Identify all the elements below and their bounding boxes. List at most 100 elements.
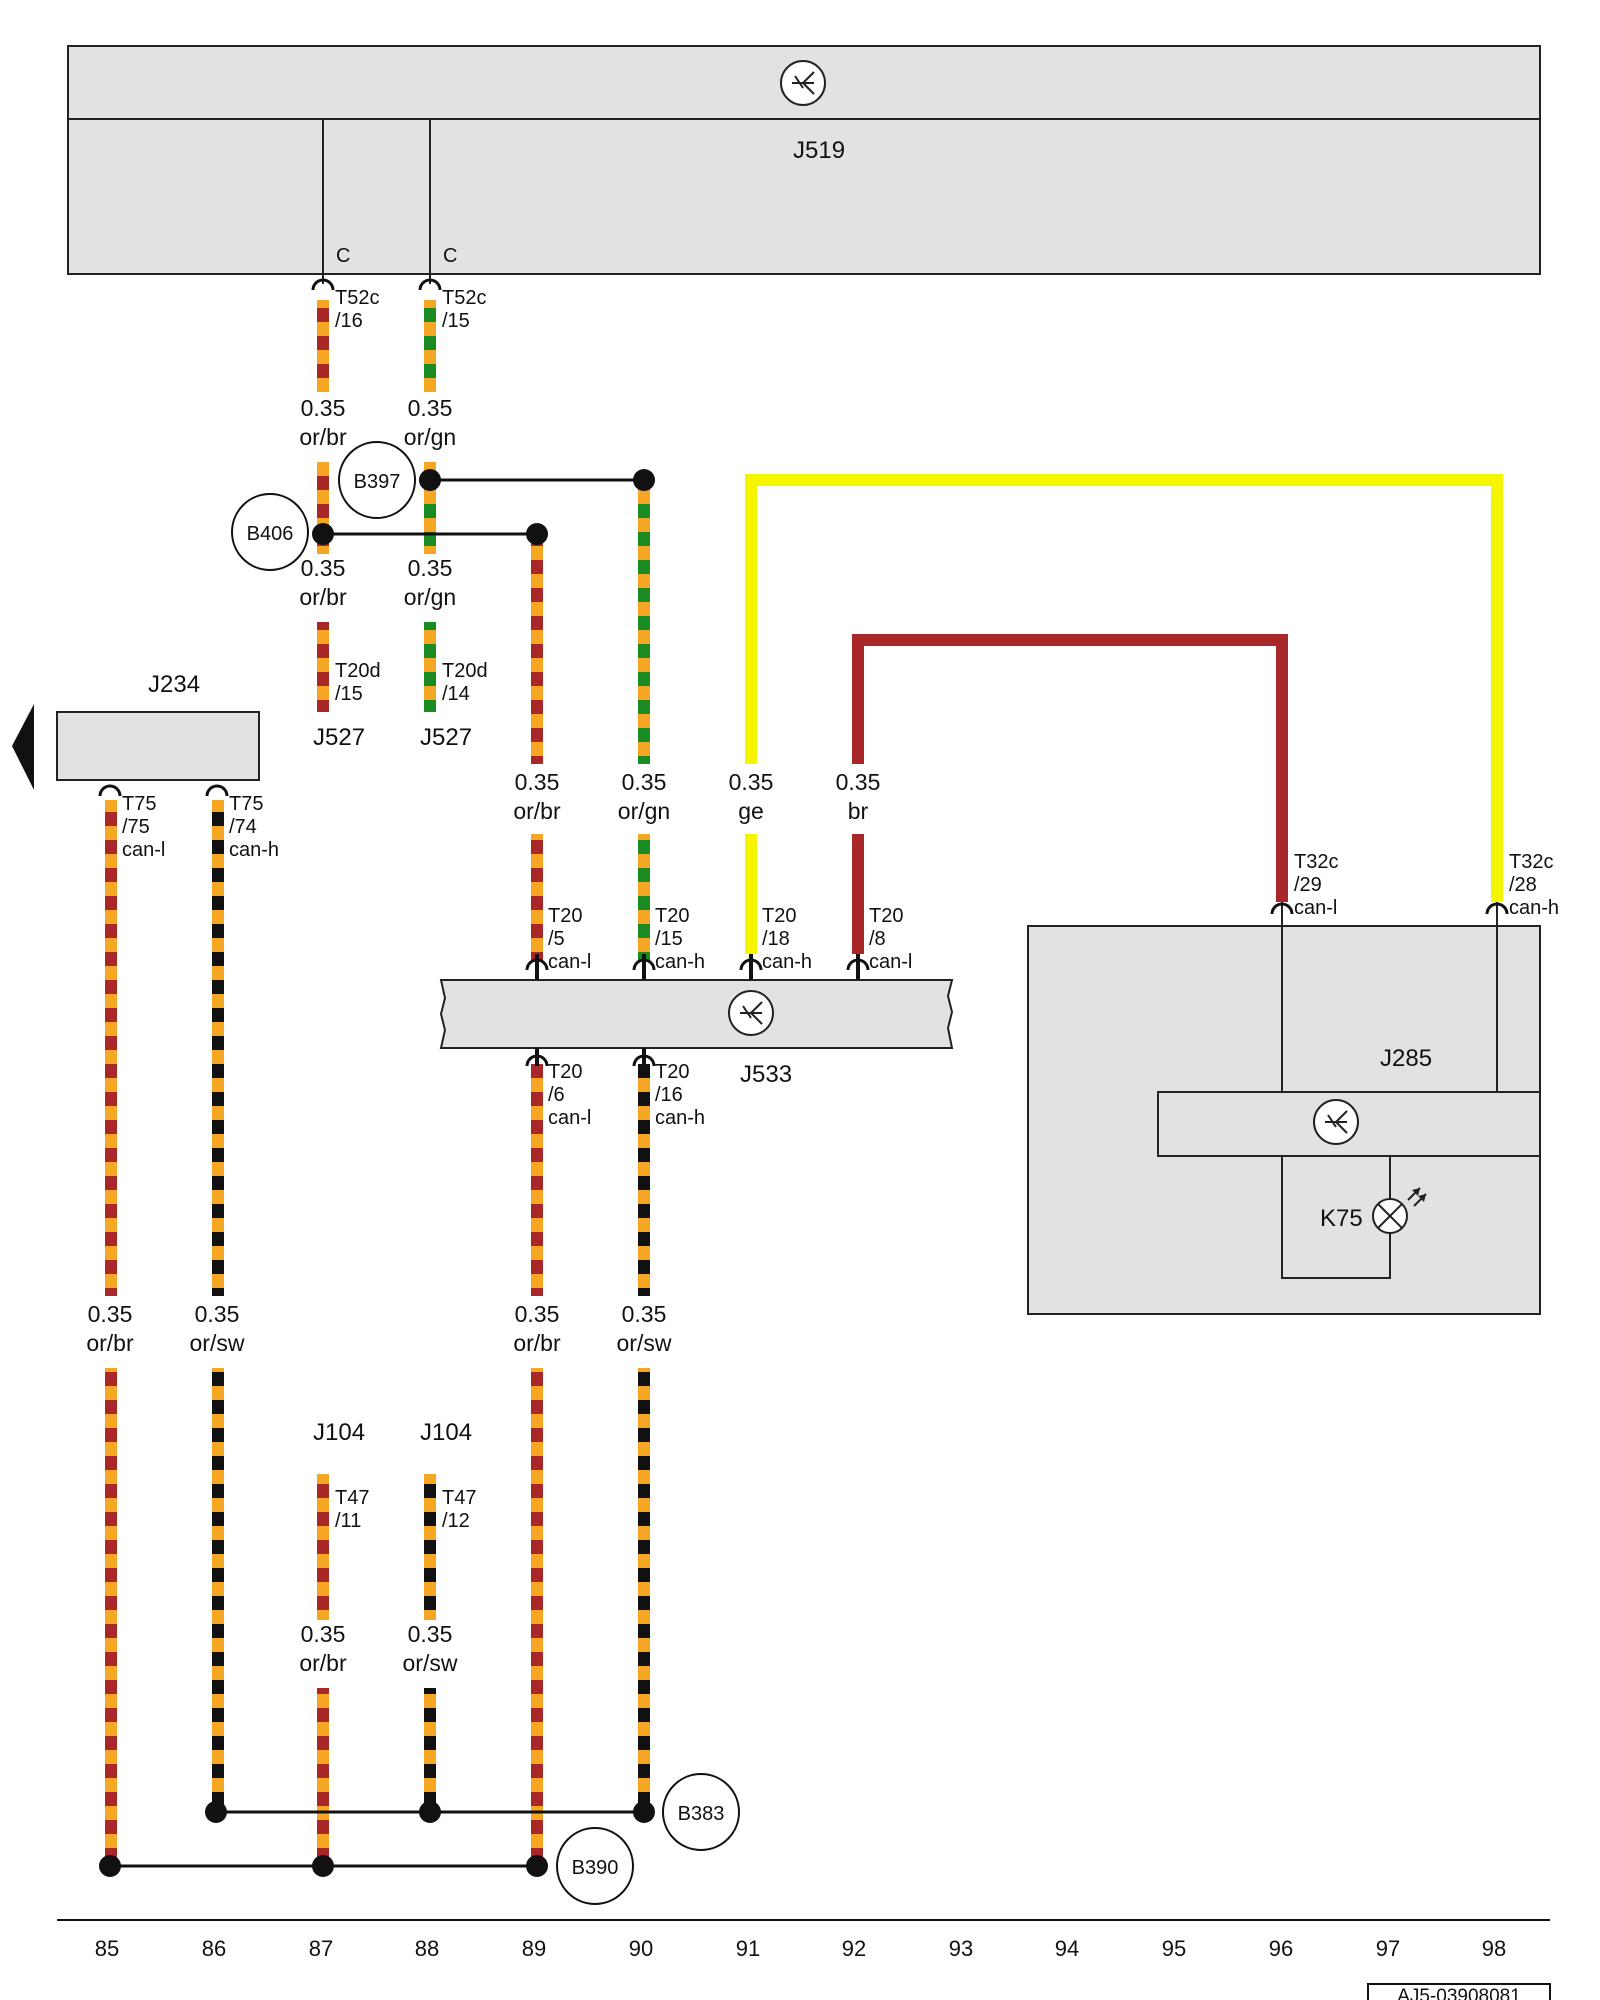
column-number: 97 [1376, 1936, 1400, 1961]
column-number: 88 [415, 1936, 439, 1961]
diagram-id: AJ5-03908081 [1397, 1986, 1521, 2000]
j234-label: J234 [148, 671, 200, 698]
wire-85-upper [317, 300, 329, 392]
splice-b406-label: B406 [247, 523, 294, 545]
pin-label-t32c-28: T32c /28 can-h [1509, 851, 1559, 919]
pin-label-t75-75: T75 /75 can-l [122, 793, 165, 861]
wire-87-j104 [317, 1474, 329, 1620]
column-number: 92 [842, 1936, 866, 1961]
pin-sockets [98, 278, 1509, 1067]
column-number: 94 [1055, 1936, 1079, 1961]
splice-dot [526, 523, 548, 545]
j533-label: J533 [740, 1061, 792, 1088]
column-number: 93 [949, 1936, 973, 1961]
column-number: 90 [629, 1936, 653, 1961]
connector-letter: C [336, 245, 350, 267]
splice-dot [419, 1801, 441, 1823]
column-ruler: 85 86 87 88 89 90 91 92 93 94 95 96 97 9… [57, 1919, 1550, 1961]
warning-lamp-icon [1372, 1187, 1427, 1234]
j104-label: J104 [313, 1419, 365, 1446]
splice-dot [633, 469, 655, 491]
pin-label-t52c-15: T52c /15 [442, 287, 492, 332]
splice-b397: B397 [338, 441, 416, 519]
wire-85-bottom [105, 1368, 117, 1866]
column-number: 91 [736, 1936, 760, 1961]
connector-letter: C [443, 245, 457, 267]
pin-label-t20-15: T20 /15 can-h [655, 905, 705, 973]
k75-label: K75 [1320, 1205, 1363, 1232]
wire-87-bottom [317, 1688, 329, 1866]
j285-label: J285 [1380, 1045, 1432, 1072]
wire-90-j533-pin [638, 834, 650, 960]
splice-dot [99, 1855, 121, 1877]
splice-b390: B390 [556, 1827, 634, 1905]
pin-label-t47-12: T47 /12 [442, 1487, 482, 1532]
splice-dot [205, 1801, 227, 1823]
column-number: 86 [202, 1936, 226, 1961]
pin-label-t32c-29: T32c /29 can-l [1294, 851, 1344, 919]
wire-90-bottom [638, 1368, 650, 1812]
column-number: 89 [522, 1936, 546, 1961]
pin-labels: T52c /16 T52c /15 T20d /15 T20d /14 J527… [122, 287, 1559, 1532]
splices: B397 B406 B383 B390 [99, 441, 740, 1905]
wire-91-j533-pin [745, 834, 757, 954]
wire-89-j533-lower [531, 1064, 543, 1296]
pin-label-t20-18: T20 /18 can-h [762, 905, 812, 973]
pin-label-t52c-16: T52c /16 [335, 287, 385, 332]
j533-unit: J533 [439, 954, 954, 1088]
wire-br-loop [852, 634, 1288, 902]
wire-90-j533-lower [638, 1064, 650, 1296]
wire-86-bottom [212, 1368, 224, 1812]
control-unit-symbol-icon [780, 60, 826, 106]
splice-b406: B406 [231, 493, 309, 571]
wire-89-bottom [531, 1368, 543, 1866]
splice-dot [312, 1855, 334, 1877]
splice-b383: B383 [662, 1773, 740, 1851]
wire-85-j527 [317, 622, 329, 712]
j285-unit: J285 K75 [1027, 902, 1541, 1315]
wire-ge-loop [745, 474, 1503, 902]
pin-label-t20-6: T20 /6 can-l [548, 1061, 591, 1129]
j234-unit: J234 [12, 671, 260, 790]
j519-unit: J519 C C [67, 45, 1541, 284]
control-unit-symbol-icon [728, 990, 774, 1036]
column-number: 87 [309, 1936, 333, 1961]
column-number: 95 [1162, 1936, 1186, 1961]
wire-88-j104 [424, 1474, 436, 1620]
diagram-id-box: AJ5-03908081 [1367, 1983, 1551, 2000]
pin-label-t20-8: T20 /8 can-l [869, 905, 912, 973]
pin-label-t47-11: T47 /11 [335, 1487, 375, 1532]
wires [105, 300, 1503, 1866]
pin-label-t20-16: T20 /16 can-h [655, 1061, 705, 1129]
j527-label: J527 [313, 724, 365, 751]
wire-86-j234 [212, 800, 224, 1296]
splice-dot [312, 523, 334, 545]
pin-label-t20-5: T20 /5 can-l [548, 905, 591, 973]
j104-label: J104 [420, 1419, 472, 1446]
wire-90-to-j533 [638, 480, 650, 764]
pin-label-t20d-14: T20d /14 [442, 660, 493, 705]
wire-89-j533-pin [531, 834, 543, 960]
pin-label-t20d-15: T20d /15 [335, 660, 386, 705]
column-number: 96 [1269, 1936, 1293, 1961]
control-unit-symbol-icon [1313, 1099, 1359, 1145]
j527-label: J527 [420, 724, 472, 751]
j519-label: J519 [793, 137, 845, 164]
splice-dot [633, 1801, 655, 1823]
wire-85-j234 [105, 800, 117, 1296]
continuation-arrow-icon [12, 704, 34, 790]
splice-dot [526, 1855, 548, 1877]
